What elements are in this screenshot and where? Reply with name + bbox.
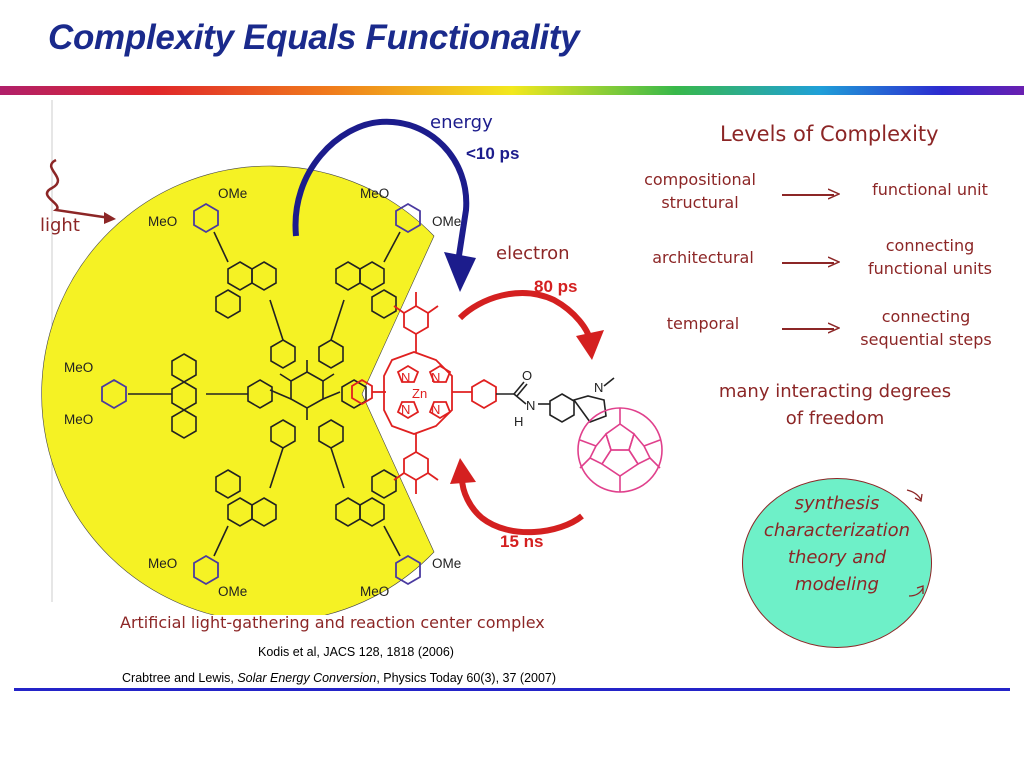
footer-divider	[14, 688, 1010, 691]
meo-label: MeO	[148, 556, 177, 571]
light-squiggle	[45, 158, 111, 220]
cycle-item-synthesis: synthesis	[794, 493, 880, 514]
porphyrin	[351, 292, 497, 494]
energy-transfer-arrow	[292, 118, 470, 263]
arrowhead-icon	[828, 188, 840, 200]
fullerene	[577, 407, 663, 493]
levels-heading: Levels of Complexity	[720, 122, 939, 146]
level-row-3-left: temporal	[666, 314, 740, 333]
ome-label: OMe	[432, 556, 461, 571]
anthracene-left	[171, 353, 197, 439]
antenna-arms	[128, 231, 401, 557]
oxygen-label: O	[522, 368, 532, 383]
back-transfer-arrow	[459, 477, 584, 536]
reference-crabtree-prefix: Crabtree and Lewis,	[122, 671, 238, 685]
light-arrowhead	[104, 212, 116, 224]
molecule-figure: OMe MeO MeO OMe MeO MeO MeO OMe OMe MeO	[41, 100, 663, 615]
level-row-2-left: architectural	[652, 248, 754, 267]
research-cycle-circle	[742, 478, 932, 648]
energy-arrowhead	[444, 252, 476, 292]
level-row-2-right: connecting functional units	[867, 236, 993, 278]
arrowhead-icon	[828, 322, 840, 334]
anthracene-lower-left	[215, 469, 277, 527]
meo-label: MeO	[64, 412, 93, 427]
cycle-item-characterization: characterization	[763, 520, 911, 541]
ome-label: OMe	[218, 186, 247, 201]
level-row-3-right: connecting sequential steps	[860, 307, 992, 349]
zinc-label: Zn	[412, 386, 427, 401]
reference-crabtree-suffix: , Physics Today 60(3), 37 (2007)	[376, 671, 557, 685]
arrowhead-icon	[828, 256, 840, 268]
electron-rate: 80 ps	[534, 277, 577, 296]
anthracene-upper-right	[335, 261, 397, 319]
antenna-region	[41, 165, 435, 615]
cycle-arrows	[906, 489, 924, 597]
pyrrolidine-nitrogen-label: N	[594, 380, 603, 395]
energy-rate: <10 ps	[466, 144, 519, 163]
level-row-1-arrow	[782, 194, 834, 196]
nitrogen-label: N	[401, 370, 410, 385]
slide-title: Complexity Equals Functionality	[48, 18, 580, 57]
meo-label: MeO	[148, 214, 177, 229]
back-transfer-rate: 15 ns	[500, 532, 543, 551]
cycle-item-theory: theory and	[787, 547, 887, 568]
levels-summary: many interacting degrees of freedom	[718, 381, 952, 429]
reference-crabtree: Crabtree and Lewis, Solar Energy Convers…	[122, 671, 556, 685]
electron-transfer-arrow	[457, 290, 593, 341]
anthracene-lower-right	[335, 469, 397, 527]
hydrogen-label: H	[514, 414, 523, 429]
pyrrolidine-ring	[572, 377, 615, 423]
electron-arrowhead	[576, 330, 604, 360]
ome-label: OMe	[218, 584, 247, 599]
ome-label: OMe	[432, 214, 461, 229]
back-transfer-arrowhead	[450, 458, 476, 484]
cycle-item-modeling: modeling	[795, 574, 879, 595]
methoxy-caps	[101, 202, 421, 586]
level-row-1-left: compositional structural	[644, 170, 756, 212]
reference-kodis: Kodis et al, JACS 128, 1818 (2006)	[258, 645, 454, 659]
anthracene-upper-left	[215, 261, 277, 319]
research-cycle-text: synthesis characterization theory and mo…	[742, 490, 932, 598]
level-row-3-arrow	[782, 328, 834, 330]
meo-label: MeO	[360, 186, 389, 201]
reference-crabtree-title: Solar Energy Conversion	[237, 671, 377, 685]
figure-caption: Artificial light-gathering and reaction …	[120, 613, 545, 632]
energy-label: energy	[430, 112, 493, 133]
level-row-1-right: functional unit	[872, 180, 988, 199]
nitrogen-label: N	[431, 370, 440, 385]
rainbow-divider	[0, 86, 1024, 95]
nitrogen-label: N	[431, 402, 440, 417]
meo-label: MeO	[64, 360, 93, 375]
nitrogen-label: N	[401, 402, 410, 417]
level-row-2-arrow	[782, 262, 834, 264]
light-label: light	[40, 215, 80, 236]
meo-label: MeO	[360, 584, 389, 599]
electron-label: electron	[496, 243, 570, 264]
amide-nitrogen-label: N	[526, 398, 535, 413]
